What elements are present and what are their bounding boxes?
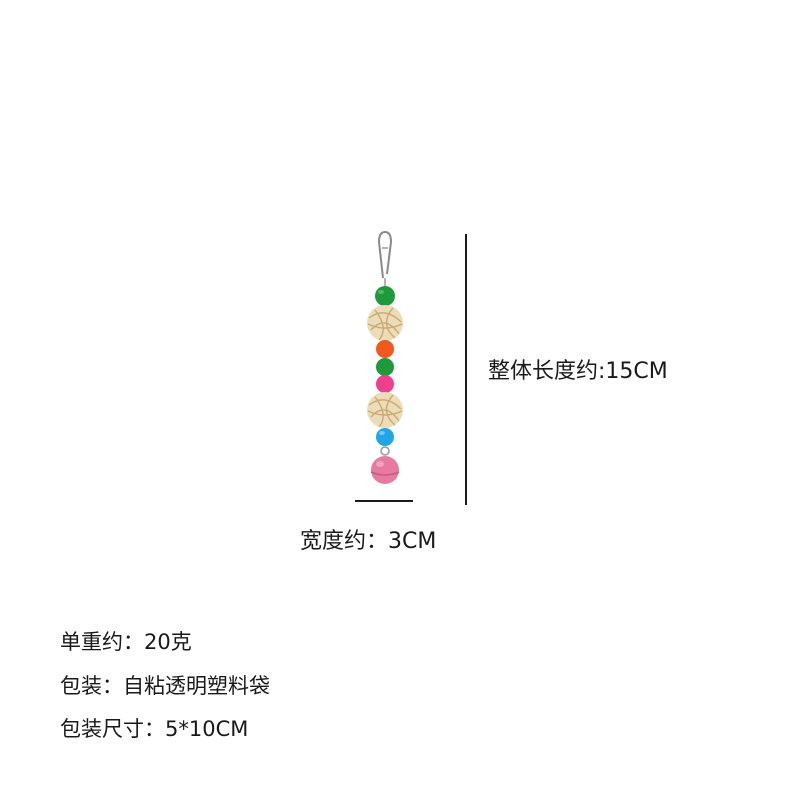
spec-package-size: 包装尺寸：5*10CM xyxy=(60,717,249,741)
length-dimension-line xyxy=(465,234,467,505)
width-dimension-line xyxy=(355,500,413,502)
spec-packaging: 包装：自粘透明塑料袋 xyxy=(60,674,270,698)
bird-toy-icon xyxy=(367,230,403,484)
spec-weight: 单重约：20克 xyxy=(60,630,192,654)
length-label: 整体长度约:15CM xyxy=(488,359,668,384)
width-label: 宽度约：3CM xyxy=(300,529,437,554)
bird-toy-image xyxy=(355,228,415,496)
